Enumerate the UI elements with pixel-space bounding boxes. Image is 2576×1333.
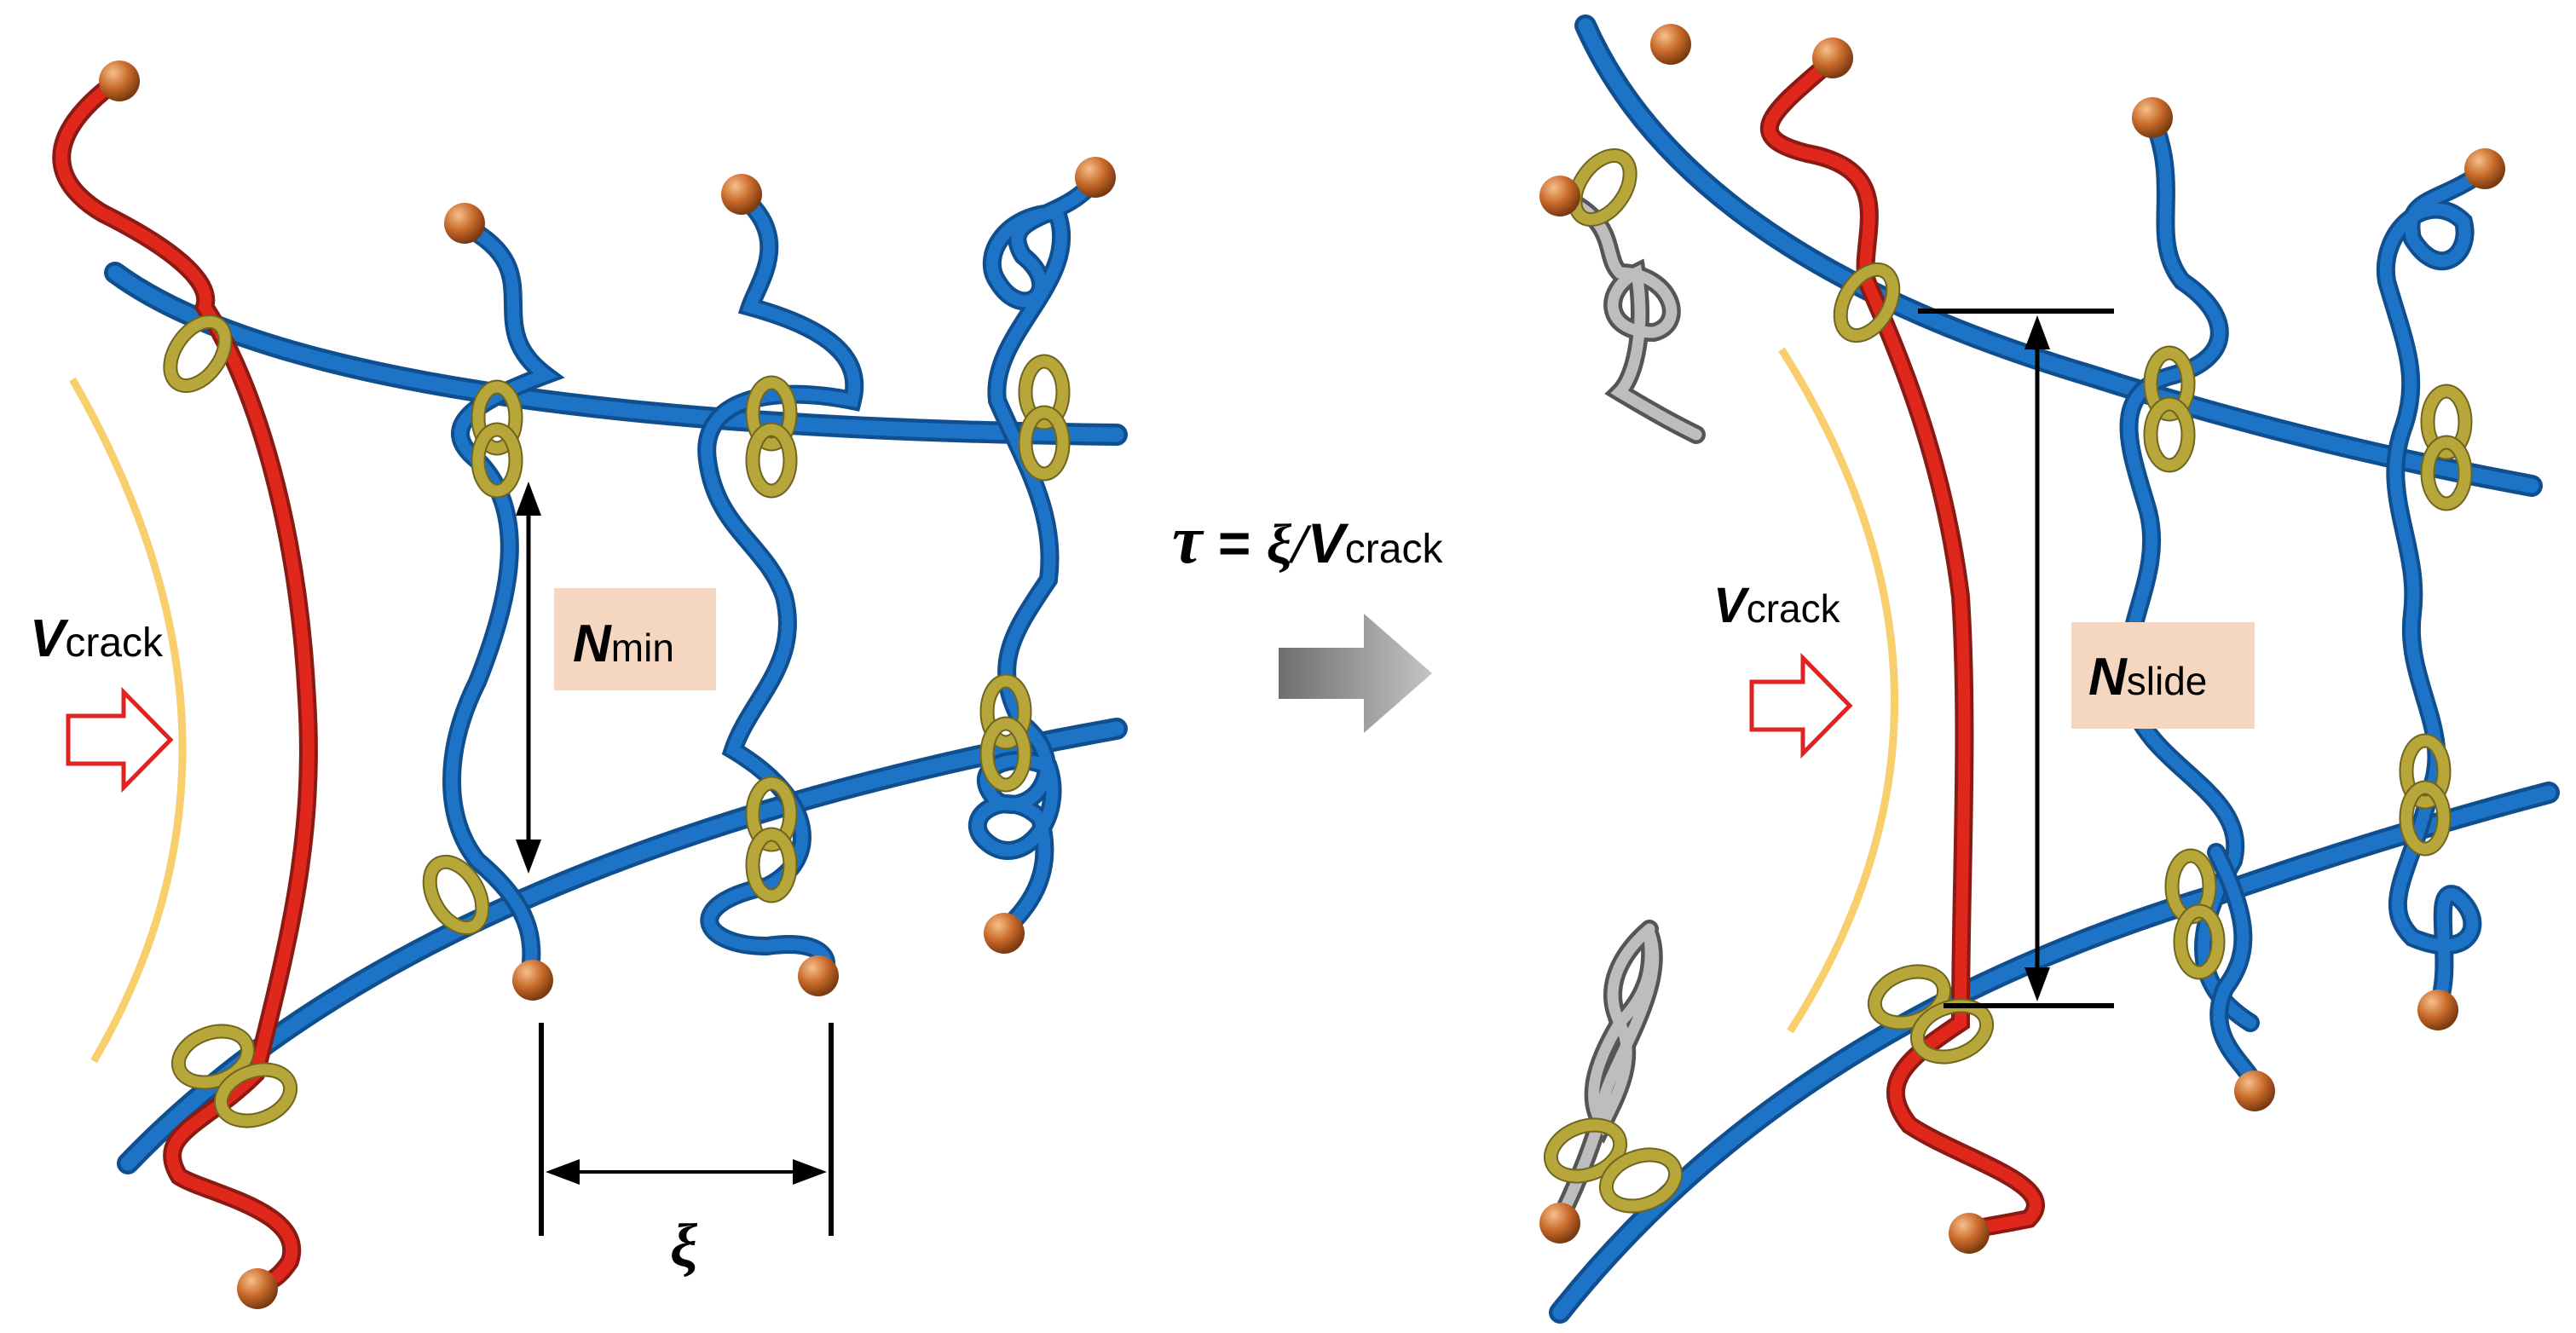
middle-relation: τ = ξ/Vcrack bbox=[1172, 503, 1443, 733]
svg-text:Vcrack: Vcrack bbox=[1713, 578, 1841, 633]
xi-dimension bbox=[539, 1023, 834, 1236]
xi-label: ξ bbox=[670, 1211, 697, 1279]
tau-xi: ξ/ bbox=[1267, 513, 1313, 575]
n-min-sub: min bbox=[611, 626, 674, 670]
svg-text:Nslide: Nslide bbox=[2088, 648, 2207, 707]
tau-equals: = bbox=[1203, 511, 1267, 574]
slide-rings-right bbox=[1543, 148, 2473, 1214]
crack-front-left bbox=[69, 377, 187, 1064]
end-beads-left bbox=[99, 61, 1116, 1309]
svg-text:τ = ξ/Vcrack: τ = ξ/Vcrack bbox=[1172, 503, 1443, 578]
svg-text:Vcrack: Vcrack bbox=[30, 609, 164, 668]
v-crack-right-symbol: V bbox=[1713, 578, 1750, 633]
v-crack-left-symbol: V bbox=[30, 609, 69, 668]
n-slide-symbol: N bbox=[2088, 648, 2128, 707]
v-crack-right-sub: crack bbox=[1747, 586, 1841, 631]
n-min-arrow bbox=[516, 482, 541, 874]
crack-front-right bbox=[1778, 347, 1898, 1034]
n-slide-dimension bbox=[1918, 309, 2114, 1008]
gray-right-arrow-icon bbox=[1279, 614, 1432, 733]
tau-symbol: τ bbox=[1172, 503, 1204, 578]
n-slide-label-box bbox=[2071, 622, 2255, 729]
red-chain-left bbox=[52, 76, 318, 1296]
blue-sidechains-right bbox=[2117, 110, 2494, 1100]
n-min-symbol: N bbox=[573, 615, 612, 673]
svg-text:Nmin: Nmin bbox=[573, 615, 674, 673]
right-panel: Vcrack Nslide bbox=[1539, 14, 2560, 1324]
v-crack-left-sub: crack bbox=[65, 620, 164, 666]
n-min-label-box bbox=[554, 588, 716, 690]
left-panel: Vcrack Nmin ξ bbox=[30, 61, 1128, 1309]
gray-chains-right bbox=[1551, 187, 1706, 1228]
hollow-right-arrow-icon bbox=[66, 686, 174, 793]
red-chain-right bbox=[1759, 50, 2045, 1241]
n-slide-sub: slide bbox=[2127, 659, 2208, 703]
slide-rings-left bbox=[163, 314, 1071, 1128]
tau-v: V bbox=[1308, 511, 1349, 574]
hollow-right-arrow-icon-right bbox=[1749, 652, 1853, 759]
end-beads-right bbox=[1539, 24, 2505, 1254]
tau-sub: crack bbox=[1345, 527, 1444, 572]
blue-sidechains-left bbox=[442, 170, 1105, 990]
